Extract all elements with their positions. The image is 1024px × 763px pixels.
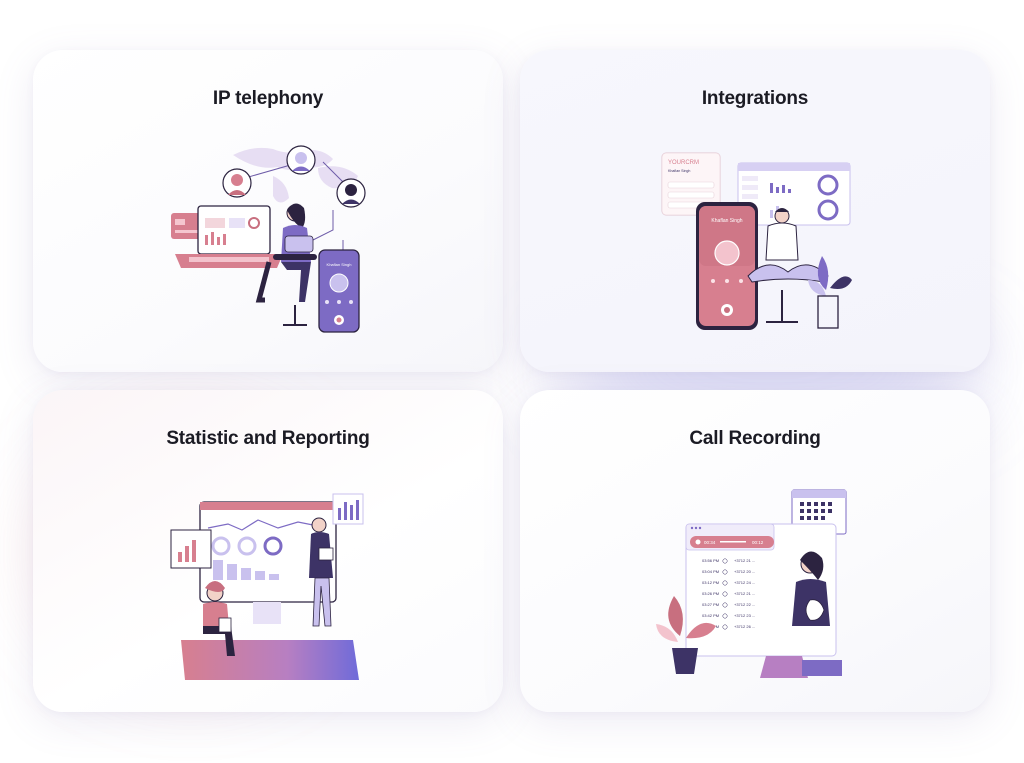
card-title-call-recording: Call Recording [689,428,821,449]
man-on-chair [747,208,829,323]
crm-card: YOURCRM Khaflan Singh [661,152,721,216]
crm-brand: YOURCRM [668,160,699,166]
monitor-chart [199,501,337,624]
books-icon [802,660,842,676]
phone-caller-name: Khaflan Singh [711,218,742,224]
woman-with-headset [792,551,830,626]
player-elapsed-time: 00:34 [704,540,716,545]
call-log-row: 03:26 PM +3712 21 ... [702,591,755,597]
plant-icon [656,596,716,674]
bar-chart-panel-left [170,529,212,569]
card-statistic-reporting[interactable]: Statistic and Reporting [33,390,503,712]
features-grid: IP telephony [33,50,990,712]
call-log-row-time: 03:26 PM [702,591,719,596]
card-title-integrations: Integrations [701,88,809,109]
call-log-row-time: 03:42 PM [702,613,719,618]
avatar-man-right [336,178,366,208]
call-log-row-time: 03:12 PM [702,580,719,585]
woman-sitting [203,581,235,656]
call-log-row-number: +3712 21 ... [734,558,755,563]
call-log-row: 03:42 PM +3712 23 ... [702,613,755,619]
call-log-row: 03:12 PM +3712 24 ... [702,580,755,586]
player-total-time: 00:12 [752,540,764,545]
man-presenting [309,517,334,627]
card-call-recording[interactable]: Call Recording 00 [520,390,990,712]
call-recording-illustration: 00:34 00:12 03:56 PM +3712 21 ... 03:04 P… [656,489,847,678]
call-log-row-number: +3712 26 ... [734,624,755,629]
phone-call-screen: Khaflan Singh [318,249,360,333]
statistic-illustration [170,493,364,680]
audio-player: 00:34 00:12 [690,536,774,548]
card-title-ip-telephony: IP telephony [212,88,324,109]
integrations-illustration: YOURCRM Khaflan Singh [661,152,852,330]
call-log-row: 03:27 PM +3712 22 ... [702,602,755,608]
bar-chart-panel-right [332,493,364,525]
card-integrations[interactable]: Integrations YOURCRM Khaflan Singh [520,50,990,372]
monitor-stand [760,656,808,678]
call-log-row-number: +3712 22 ... [734,602,755,607]
avatar-woman-left [222,168,252,198]
call-log-row-time: 03:56 PM [702,558,719,563]
card-title-statistic-reporting: Statistic and Reporting [166,428,370,449]
avatar-woman-top [286,145,316,175]
call-log-row-number: +3712 24 ... [734,580,755,585]
platform [181,640,359,680]
plant-icon [808,256,852,329]
call-log-row-time: 03:27 PM [702,602,719,607]
call-log-row-number: +3712 23 ... [734,613,755,618]
call-log-row-number: +3712 20 ... [734,569,755,574]
card-ip-telephony[interactable]: IP telephony [33,50,503,372]
call-log-row-number: +3712 21 ... [734,591,755,596]
phone-call-screen: Khaflan Singh [696,202,758,330]
call-log-row: 03:56 PM +3712 21 ... [702,558,755,564]
crm-contact: Khaflan Singh [668,169,690,173]
ip-telephony-illustration: Khaflan Singh [171,145,366,333]
laptop-icon [175,205,283,268]
woman-with-laptop [255,203,317,326]
phone-caller-name: Khaflan Singh [327,262,352,267]
dashboard-panel [737,162,851,226]
call-log-row: 03:04 PM +3712 20 ... [702,569,755,575]
call-log-row-time: 03:04 PM [702,569,719,574]
